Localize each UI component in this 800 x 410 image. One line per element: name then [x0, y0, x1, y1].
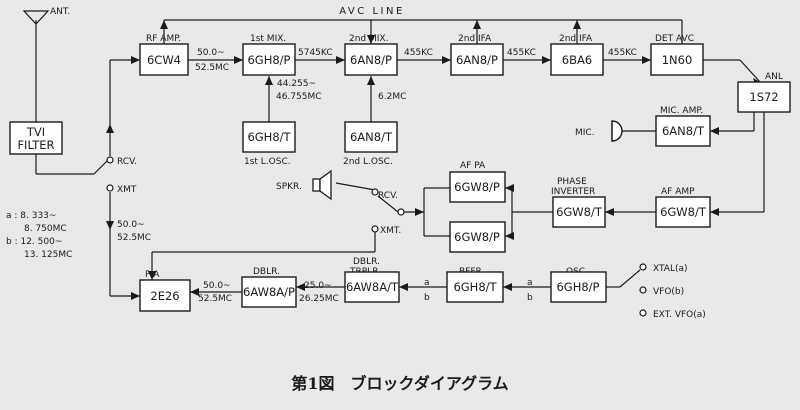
- band-note-b2: 13. 125MC: [24, 250, 72, 260]
- band-note-a1: a : 8. 333~: [6, 211, 56, 221]
- anl-tube: 1S72: [749, 90, 778, 104]
- signal-arrows: [106, 20, 760, 300]
- xmt-antenna-label: XMT: [117, 185, 137, 195]
- ifa2-stage: 2nd IFA: [559, 34, 593, 44]
- tvi-filter-line2: FILTER: [17, 138, 54, 152]
- bffr-in-b: b: [424, 293, 430, 303]
- speaker-icon: [312, 169, 332, 201]
- lo1-freq-2: 46.755MC: [276, 92, 322, 102]
- anl-stage: ANL: [765, 72, 783, 82]
- mix2-stage: 2nd MIX.: [349, 34, 388, 44]
- af-amp-tube: 6GW8/T: [660, 205, 707, 219]
- antenna-icon: [22, 10, 50, 25]
- xmt-audio-label: XMT.: [380, 226, 401, 236]
- switch-contacts: [106, 156, 647, 317]
- xtal-source-label: XTAL(a): [653, 264, 688, 274]
- figure-caption: 第1図 ブロックダイアグラム: [291, 374, 508, 393]
- if-freq-1: 455KC: [404, 48, 433, 58]
- af-pa-tube-a: 6GW8/P: [454, 180, 500, 194]
- if-freq-3: 455KC: [608, 48, 637, 58]
- xmt-freq-1: 50.0~: [117, 220, 145, 230]
- speaker-label: SPKR.: [276, 182, 302, 192]
- final-in-freq-2: 52.5MC: [198, 294, 232, 304]
- af-pa-tube-b: 6GW8/P: [454, 230, 500, 244]
- final-in-freq-1: 50.0~: [203, 281, 231, 291]
- block-2nd-local-osc: 6AN8/T 2nd L.OSC.: [343, 121, 398, 167]
- block-af-pa: AF PA 6GW8/P 6GW8/P: [449, 161, 506, 253]
- mix1-tube: 6GH8/P: [247, 53, 290, 67]
- antenna-label: ANT.: [50, 7, 70, 17]
- dblr-stage: DBLR.: [253, 267, 280, 277]
- dblr-in-freq-1: 25.0~: [304, 281, 332, 291]
- rf-out-freq-2: 52.5MC: [195, 63, 229, 73]
- rcv-antenna-label: RCV.: [117, 157, 137, 167]
- block-mic-amp: MIC. AMP. 6AN8/T: [655, 106, 711, 147]
- block-tvi-filter: TVI FILTER: [9, 121, 63, 155]
- block-doubler-tripler: DBLR. TRPLR. 6AW8A/T: [344, 257, 400, 303]
- avc-line-label: AVC LINE: [339, 6, 405, 17]
- block-final-amp: P A 2E26: [139, 270, 191, 312]
- rf-out-freq-1: 50.0~: [197, 48, 225, 58]
- af-pa-stage: AF PA: [460, 161, 486, 171]
- final-stage: P A: [145, 270, 160, 280]
- lo1-freq-1: 44.255~: [277, 79, 316, 89]
- if-freq-2: 455KC: [507, 48, 536, 58]
- block-doubler: DBLR. 6AW8A/P: [241, 267, 297, 308]
- block-ifa-1: 2nd IFA 6AN8/P: [450, 34, 504, 76]
- osc-tube: 6GH8/P: [556, 280, 599, 294]
- lo1-stage: 1st L.OSC.: [244, 157, 291, 167]
- det-tube: 1N60: [662, 53, 693, 67]
- rf-amp-stage: RF AMP.: [146, 34, 181, 44]
- det-stage: DET AVC: [655, 34, 694, 44]
- block-phase-inverter: PHASE INVERTER 6GW8/T: [551, 177, 606, 228]
- block-af-amp: AF AMP 6GW8/T: [655, 187, 711, 228]
- lo1-tube: 6GH8/T: [247, 130, 291, 144]
- ext-vfo-source-label: EXT. VFO(a): [653, 310, 706, 320]
- osc-out-a: a: [527, 278, 533, 288]
- dblr-tube: 6AW8A/P: [243, 285, 295, 299]
- block-buffer: BFFR. 6GH8/T: [446, 267, 504, 303]
- band-note-b1: b : 12. 500~: [6, 237, 62, 247]
- lo2-stage: 2nd L.OSC.: [343, 157, 393, 167]
- bffr-in-a: a: [424, 278, 430, 288]
- block-1st-local-osc: 6GH8/T 1st L.OSC.: [242, 121, 296, 167]
- rcv-audio-label: RCV.: [378, 191, 398, 201]
- mix1-out-freq: 5745KC: [298, 48, 333, 58]
- mic-amp-tube: 6AN8/T: [662, 124, 705, 138]
- mix1-stage: 1st MIX.: [250, 34, 286, 44]
- xmt-freq-2: 52.5MC: [117, 233, 151, 243]
- tvi-filter-line1: TVI: [26, 125, 45, 139]
- phase-inv-stage-1: PHASE: [557, 177, 587, 187]
- microphone-icon: [611, 120, 623, 142]
- phase-inv-stage-2: INVERTER: [551, 187, 595, 197]
- vfo-source-label: VFO(b): [653, 287, 684, 297]
- block-2nd-mixer: 2nd MIX. 6AN8/P: [344, 34, 398, 76]
- block-ifa-2: 2nd IFA 6BA6: [550, 34, 604, 76]
- rf-amp-tube: 6CW4: [147, 53, 181, 67]
- phase-inv-tube: 6GW8/T: [556, 205, 603, 219]
- block-rf-amp: RF AMP. 6CW4: [139, 34, 189, 76]
- af-amp-stage: AF AMP: [661, 187, 695, 197]
- ifa1-stage: 2nd IFA: [458, 34, 492, 44]
- block-anl: ANL 1S72: [737, 72, 791, 113]
- lo2-freq: 6.2MC: [378, 92, 406, 102]
- ifa1-tube: 6AN8/P: [456, 53, 498, 67]
- dblr-trplr-stage-1: DBLR.: [353, 257, 380, 267]
- block-oscillator: OSC. 6GH8/P: [550, 267, 607, 303]
- mix2-tube: 6AN8/P: [350, 53, 392, 67]
- dblr-in-freq-2: 26.25MC: [299, 294, 339, 304]
- final-tube: 2E26: [150, 289, 179, 303]
- osc-out-b: b: [527, 293, 533, 303]
- block-1st-mixer: 1st MIX. 6GH8/P: [242, 34, 296, 76]
- bffr-tube: 6GH8/T: [453, 280, 497, 294]
- mic-amp-stage: MIC. AMP.: [660, 106, 703, 116]
- dblr-trplr-tube: 6AW8A/T: [346, 280, 399, 294]
- mic-label: MIC.: [575, 128, 595, 138]
- lo2-tube: 6AN8/T: [350, 130, 393, 144]
- block-detector: DET AVC 1N60: [650, 34, 704, 76]
- ifa2-tube: 6BA6: [562, 53, 592, 67]
- band-note-a2: 8. 750MC: [24, 224, 67, 234]
